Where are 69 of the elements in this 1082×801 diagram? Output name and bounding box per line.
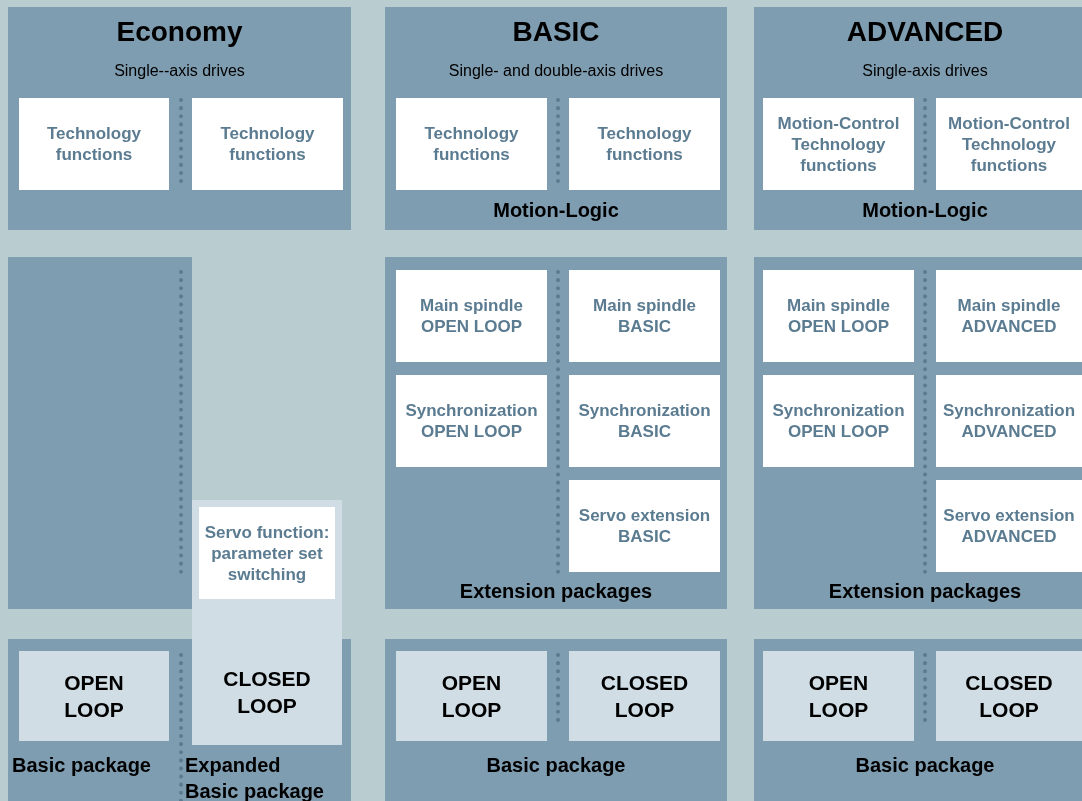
function-box	[192, 98, 343, 190]
package-box	[19, 651, 169, 741]
panel-subtitle: Single- and double-axis drives	[447, 62, 665, 80]
package-box	[192, 500, 342, 639]
package-panel	[385, 7, 727, 230]
box-label: OPEN LOOP	[440, 670, 503, 723]
function-box	[199, 507, 335, 599]
function-box	[19, 98, 169, 190]
package-box	[569, 651, 720, 741]
panel-footer: Extension packages	[385, 578, 727, 604]
box-label: Main spindle OPEN LOOP	[786, 295, 891, 337]
panel-footer: Basic package	[12, 752, 177, 778]
package-panel	[754, 257, 1082, 609]
box-label: CLOSED LOOP	[222, 666, 312, 719]
box-label: Motion-Control Technology functions	[947, 112, 1071, 176]
package-panel	[754, 7, 1082, 230]
panel-footer: Extension packages	[754, 578, 1082, 604]
box-label: Technology functions	[596, 123, 693, 165]
box-label: Main spindle BASIC	[592, 295, 697, 337]
package-panel	[8, 639, 351, 801]
box-label: OPEN LOOP	[807, 670, 870, 723]
function-box	[763, 270, 914, 362]
box-label: Servo extension BASIC	[577, 505, 712, 547]
package-box	[192, 639, 342, 745]
function-box	[396, 375, 547, 467]
function-box	[936, 480, 1082, 572]
box-label: Servo extension ADVANCED	[942, 505, 1076, 547]
package-box	[763, 651, 914, 741]
box-label: CLOSED LOOP	[964, 670, 1054, 723]
function-box	[569, 270, 720, 362]
panel-footer: Basic package	[385, 752, 727, 778]
function-box	[569, 375, 720, 467]
box-label: Synchronization ADVANCED	[941, 400, 1077, 442]
box-label: Technology functions	[219, 123, 316, 165]
panel-heading: ADVANCED	[845, 16, 1005, 48]
box-label: Synchronization BASIC	[577, 400, 712, 442]
box-label: Main spindle ADVANCED	[956, 295, 1062, 337]
panel-subtitle: Single-axis drives	[861, 62, 989, 80]
function-box	[763, 98, 914, 190]
function-box	[936, 375, 1082, 467]
function-box	[396, 98, 547, 190]
package-panel	[8, 7, 351, 230]
function-box	[763, 375, 914, 467]
box-label: Servo function: parameter set switching	[203, 521, 331, 585]
function-box	[569, 480, 720, 572]
box-label: CLOSED LOOP	[599, 670, 690, 723]
box-label: Technology functions	[45, 123, 143, 165]
package-box	[936, 651, 1082, 741]
package-panel	[8, 257, 192, 609]
box-label: Technology functions	[423, 123, 520, 165]
panel-heading: Economy	[115, 16, 244, 48]
box-label: Main spindle OPEN LOOP	[419, 295, 524, 337]
function-box	[936, 270, 1082, 362]
panel-subtitle: Single--axis drives	[113, 62, 246, 80]
package-panel	[385, 257, 727, 609]
panel-footer: Basic package	[754, 752, 1082, 778]
function-box	[569, 98, 720, 190]
package-panel	[754, 639, 1082, 801]
box-label: Motion-Control Technology functions	[776, 112, 901, 176]
panel-footer: Motion-Logic	[754, 197, 1082, 223]
function-box	[396, 270, 547, 362]
box-label: Synchronization OPEN LOOP	[771, 400, 906, 442]
panel-footer: Motion-Logic	[385, 197, 727, 223]
box-label: Synchronization OPEN LOOP	[404, 400, 539, 442]
panel-heading: BASIC	[511, 16, 601, 48]
package-panel	[385, 639, 727, 801]
function-box	[936, 98, 1082, 190]
box-label: OPEN LOOP	[63, 670, 125, 723]
package-box	[396, 651, 547, 741]
